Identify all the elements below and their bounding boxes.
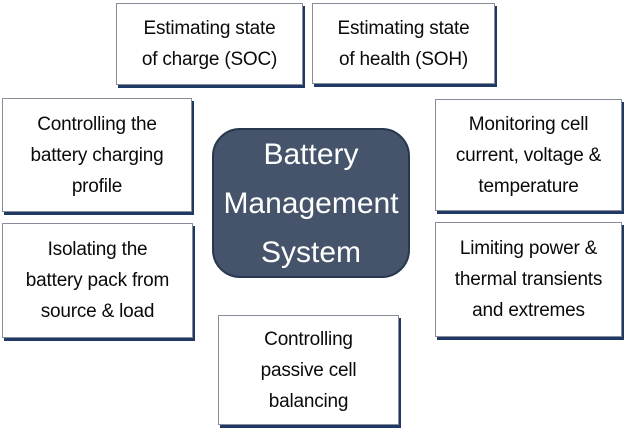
node-text-line: of health (SOH): [339, 48, 468, 70]
center-text-line: Management: [223, 186, 399, 220]
node-isolating-battery-pack: Isolating the battery pack from source &…: [2, 223, 193, 338]
node-text-line: passive cell: [260, 359, 357, 381]
node-estimating-soh: Estimating state of health (SOH): [312, 3, 495, 84]
node-text-line: Monitoring cell: [468, 113, 589, 135]
node-text-line: current, voltage &: [455, 144, 602, 166]
node-text-line: and extremes: [472, 300, 585, 321]
center-node-battery-management-system: Battery Management System: [212, 128, 410, 278]
node-text-line: battery charging: [30, 144, 164, 166]
center-text-line: Battery: [263, 137, 359, 171]
node-text-line: of charge (SOC): [141, 49, 278, 70]
node-text-line: thermal transients: [454, 269, 603, 290]
node-text-line: balancing: [268, 390, 349, 412]
node-text-line: Controlling: [264, 328, 353, 350]
node-text-line: temperature: [478, 175, 579, 197]
node-text-line: Isolating the: [47, 239, 148, 260]
node-monitoring-cell: Monitoring cell current, voltage & tempe…: [435, 99, 622, 211]
center-text-line: System: [260, 235, 362, 269]
node-limiting-power-thermal: Limiting power & thermal transients and …: [435, 222, 622, 337]
node-text-line: battery pack from: [25, 270, 170, 291]
node-text-line: Controlling the: [37, 113, 157, 135]
node-passive-cell-balancing: Controlling passive cell balancing: [218, 315, 399, 425]
node-estimating-soc: Estimating state of charge (SOC): [116, 3, 303, 85]
node-text-line: Limiting power &: [459, 238, 598, 259]
node-controlling-charging-profile: Controlling the battery charging profile: [2, 98, 192, 212]
node-text-line: Estimating state: [337, 17, 470, 39]
node-text-line: Estimating state: [143, 18, 276, 39]
node-text-line: profile: [71, 175, 123, 197]
node-text-line: source & load: [40, 301, 155, 322]
